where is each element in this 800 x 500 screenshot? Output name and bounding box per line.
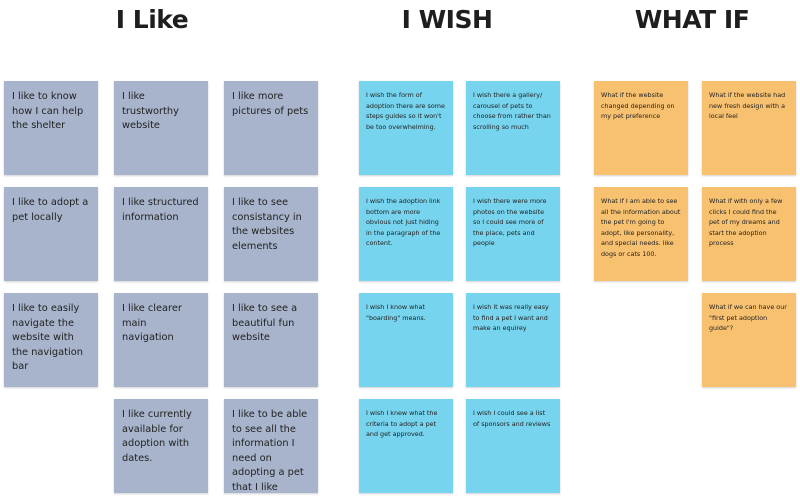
note-text: I like trustworthy website xyxy=(122,91,179,131)
note-text: I wish there were more photos on the web… xyxy=(473,197,547,247)
note-text: What if I am able to see all the informa… xyxy=(601,197,681,258)
note-text: I like clearer main navigation xyxy=(122,303,182,343)
note-text: I wish the form of adoption there are so… xyxy=(366,91,445,131)
wish-sticky-note[interactable]: I wish there a gallery/ carousel of pets… xyxy=(466,81,560,175)
whatif-sticky-note[interactable]: What if I am able to see all the informa… xyxy=(594,187,688,281)
whatif-sticky-note[interactable]: What if we can have our "first pet adopt… xyxy=(702,293,796,387)
whatif-sticky-note[interactable]: What if the website had new fresh design… xyxy=(702,81,796,175)
note-text: I like to easily navigate the website wi… xyxy=(12,303,83,372)
wish-sticky-note[interactable]: I wish the adoption link bottom are more… xyxy=(359,187,453,281)
note-text: I wish it was really easy to find a pet … xyxy=(473,303,549,332)
note-text: I like more pictures of pets xyxy=(232,91,309,117)
like-sticky-note[interactable]: I like clearer main navigation xyxy=(114,293,208,387)
whatif-sticky-note[interactable]: What if with only a few clicks I could f… xyxy=(702,187,796,281)
note-text: I like to adopt a pet locally xyxy=(12,197,89,223)
like-sticky-note[interactable]: I like to adopt a pet locally xyxy=(4,187,98,281)
wish-sticky-note[interactable]: I wish I know what "boarding" means. xyxy=(359,293,453,387)
like-sticky-note[interactable]: I like to see consistancy in the website… xyxy=(224,187,318,281)
note-text: I wish there a gallery/ carousel of pets… xyxy=(473,91,551,131)
note-text: I like to know how I can help the shelte… xyxy=(12,91,84,131)
note-text: I like to see consistancy in the website… xyxy=(232,197,302,252)
wish-sticky-note[interactable]: I wish it was really easy to find a pet … xyxy=(466,293,560,387)
note-text: What if with only a few clicks I could f… xyxy=(709,197,783,247)
heading-i-wish: I WISH xyxy=(401,5,493,34)
like-sticky-note[interactable]: I like trustworthy website xyxy=(114,81,208,175)
note-text: What if the website changed depending on… xyxy=(601,91,675,120)
wish-sticky-note[interactable]: I wish there were more photos on the web… xyxy=(466,187,560,281)
note-text: I wish I know what "boarding" means. xyxy=(366,303,426,322)
wish-sticky-note[interactable]: I wish I could see a list of sponsors an… xyxy=(466,399,560,493)
wish-sticky-note[interactable]: I wish I knew what the criteria to adopt… xyxy=(359,399,453,493)
note-text: I like to see a beautiful fun website xyxy=(232,303,298,343)
like-sticky-note[interactable]: I like to know how I can help the shelte… xyxy=(4,81,98,175)
like-sticky-note[interactable]: I like to see a beautiful fun website xyxy=(224,293,318,387)
note-text: I wish the adoption link bottom are more… xyxy=(366,197,441,247)
heading-what-if: WHAT IF xyxy=(634,5,750,34)
like-sticky-note[interactable]: I like to be able to see all the informa… xyxy=(224,399,318,493)
heading-i-like: I Like xyxy=(115,5,189,34)
note-text: I like currently available for adoption … xyxy=(122,409,192,464)
note-text: What if we can have our "first pet adopt… xyxy=(709,303,787,332)
whatif-sticky-note[interactable]: What if the website changed depending on… xyxy=(594,81,688,175)
note-text: I like to be able to see all the informa… xyxy=(232,409,308,493)
like-sticky-note[interactable]: I like structured information xyxy=(114,187,208,281)
like-sticky-note[interactable]: I like more pictures of pets xyxy=(224,81,318,175)
like-sticky-note[interactable]: I like to easily navigate the website wi… xyxy=(4,293,98,387)
note-text: I wish I knew what the criteria to adopt… xyxy=(366,409,438,438)
like-sticky-note[interactable]: I like currently available for adoption … xyxy=(114,399,208,493)
note-text: I like structured information xyxy=(122,197,199,223)
note-text: I wish I could see a list of sponsors an… xyxy=(473,409,551,428)
wish-sticky-note[interactable]: I wish the form of adoption there are so… xyxy=(359,81,453,175)
note-text: What if the website had new fresh design… xyxy=(709,91,786,120)
